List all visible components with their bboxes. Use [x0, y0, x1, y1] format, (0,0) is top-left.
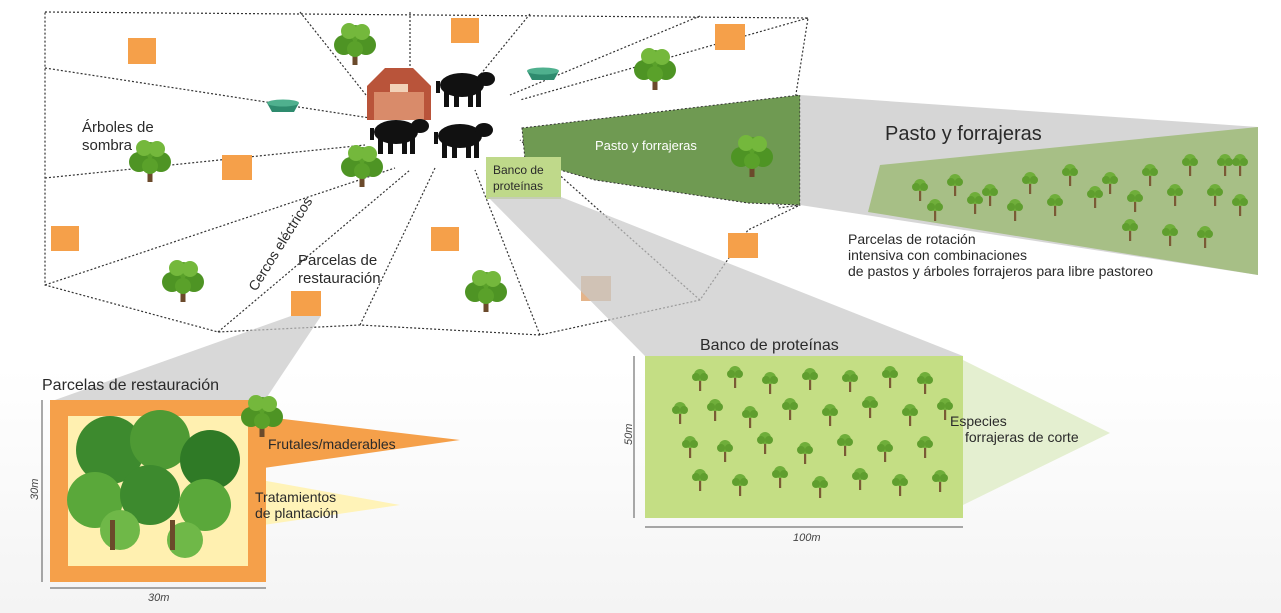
- plot-marker-icon: [451, 18, 479, 43]
- label-arboles-sombra-2: sombra: [82, 137, 133, 154]
- tratamientos-2: de plantación: [255, 505, 338, 521]
- label-arboles-sombra-1: Árboles de: [82, 119, 154, 136]
- tratamientos-1: Tratamientos: [255, 489, 336, 505]
- label-banco-2: proteínas: [493, 179, 543, 193]
- protein-bank-marker: [486, 157, 561, 199]
- banco-title: Banco de proteínas: [700, 337, 839, 354]
- banco-dim-w: 100m: [793, 532, 821, 544]
- label-parcelas-restauracion-2: restauración: [298, 270, 381, 287]
- plot-marker-icon: [51, 226, 79, 251]
- protein-bank-callout: Banco de proteínas Especies forrajeras d…: [488, 197, 1110, 544]
- pasture-callout: Pasto y forrajeras Parcelas de rotación …: [800, 95, 1258, 279]
- label-pasto-small: Pasto y forrajeras: [595, 138, 697, 153]
- pasto-desc-2: intensiva con combinaciones: [848, 247, 1027, 263]
- banco-dim-h: 50m: [623, 424, 635, 445]
- water-trough-icon: [527, 67, 559, 80]
- plot-marker-icon: [291, 291, 321, 316]
- plot-marker-icon: [222, 155, 252, 180]
- plot-marker-icon: [728, 233, 758, 258]
- rest-title: Parcelas de restauración: [42, 377, 219, 394]
- rest-dim-w: 30m: [148, 592, 169, 604]
- pasto-desc-1: Parcelas de rotación: [848, 231, 976, 247]
- label-parcelas-restauracion-1: Parcelas de: [298, 252, 377, 269]
- pasto-title: Pasto y forrajeras: [885, 123, 1042, 145]
- label-banco-1: Banco de: [493, 163, 544, 177]
- restoration-forest: [67, 410, 240, 558]
- pasto-desc-3: de pastos y árboles forrajeros para libr…: [848, 263, 1153, 279]
- frutales: Frutales/maderables: [268, 436, 396, 452]
- plot-marker-icon: [128, 38, 156, 64]
- barn-icon: [367, 68, 431, 120]
- especies-1: Especies: [950, 413, 1007, 429]
- water-trough-icon: [267, 99, 299, 112]
- restoration-callout: Parcelas de restauración Frutales/madera…: [29, 316, 460, 604]
- rest-dim-h: 30m: [29, 479, 41, 500]
- paddock-map: Árboles de sombra Cercos eléctricos Parc…: [44, 11, 809, 336]
- plot-marker-icon: [715, 24, 745, 50]
- plot-marker-icon: [431, 227, 459, 251]
- especies-2: forrajeras de corte: [965, 429, 1079, 445]
